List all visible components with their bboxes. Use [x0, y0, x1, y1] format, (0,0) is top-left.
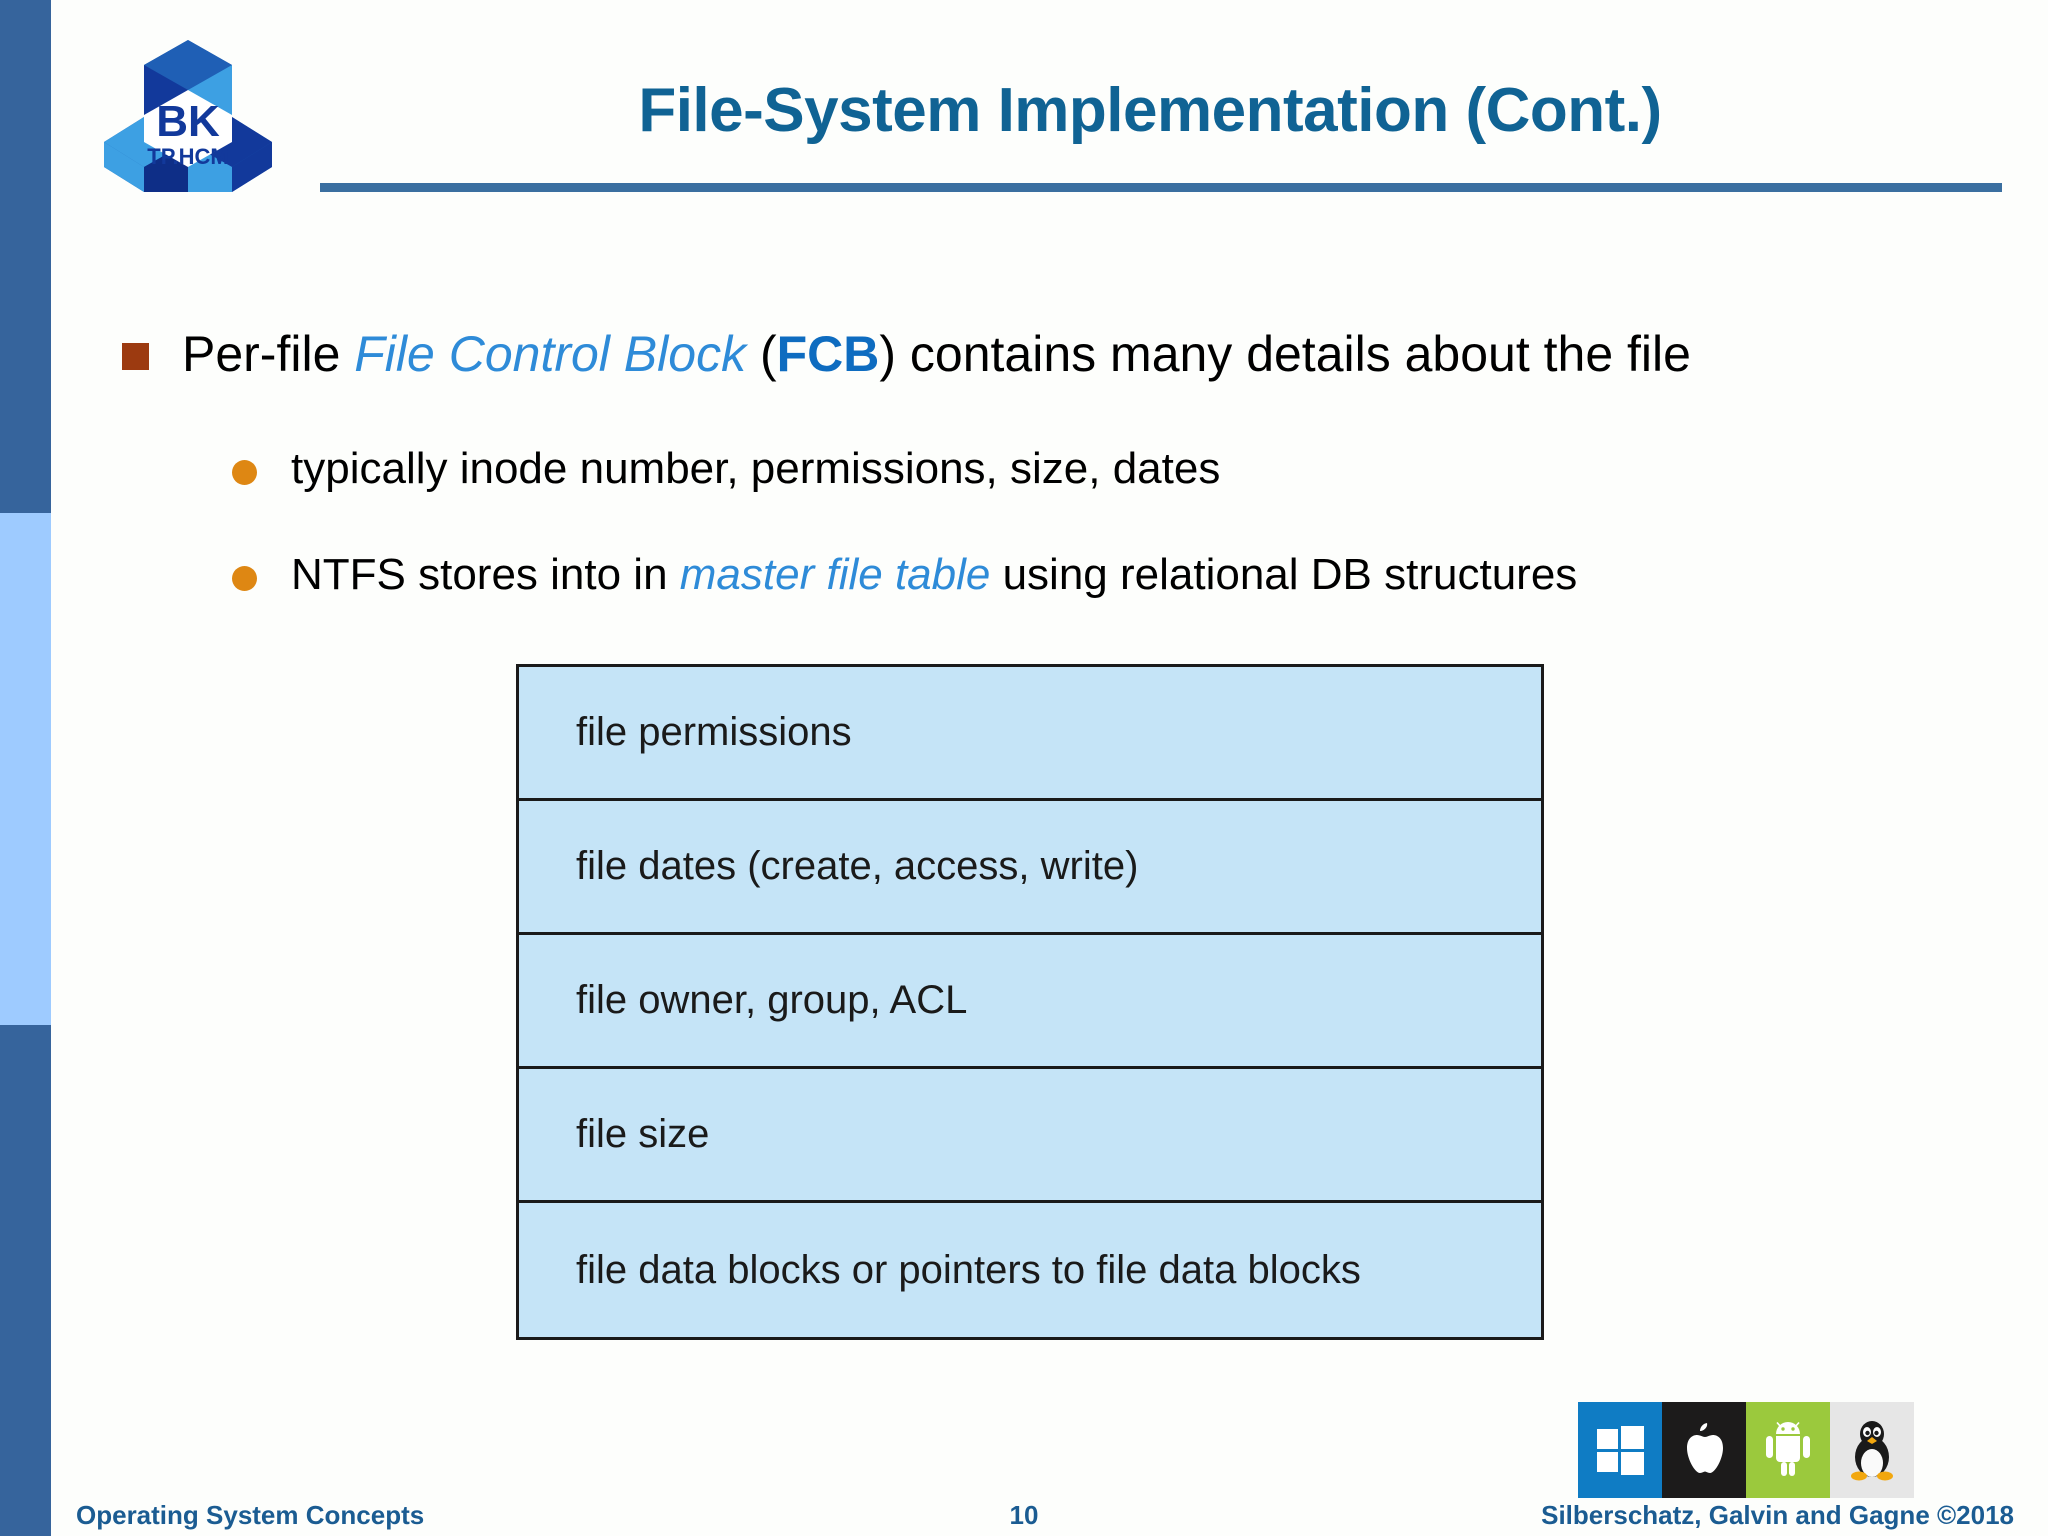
- bullet-text-fcb: Per-file File Control Block (FCB) contai…: [182, 326, 1691, 384]
- left-sidebar: [0, 0, 51, 1536]
- bullet-fcb-emphasis1: File Control Block: [354, 326, 747, 382]
- sub-bullet-item-ntfs: NTFS stores into in master file table us…: [232, 550, 1577, 601]
- fcb-row-label: file dates (create, access, write): [576, 844, 1139, 888]
- logo-text-bk: BK: [156, 97, 220, 146]
- footer-copyright: Silberschatz, Galvin and Gagne ©2018: [1541, 1500, 2014, 1530]
- sidebar-band-bottom: [0, 1025, 51, 1536]
- footer-page-number: 10: [1009, 1500, 1039, 1530]
- dot-bullet-icon: [232, 460, 257, 485]
- sub-bullet-text-inode: typically inode number, permissions, siz…: [291, 444, 1220, 495]
- bullet-fcb-part1: Per-file: [182, 326, 355, 382]
- apple-icon: [1662, 1402, 1746, 1498]
- title-underline-rule: [320, 183, 2002, 192]
- sub-bullet-ntfs-part2: using relational DB structures: [990, 550, 1578, 599]
- os-logo-strip: [1578, 1402, 1914, 1498]
- fcb-row-label: file data blocks or pointers to file dat…: [576, 1247, 1361, 1292]
- logo-text-tphcm: TP.HCM: [147, 144, 229, 169]
- linux-tux-icon: [1830, 1402, 1914, 1498]
- table-row: file owner, group, ACL: [519, 935, 1541, 1069]
- sub-bullet-ntfs-emphasis: master file table: [679, 550, 991, 599]
- sub-bullet-text-ntfs: NTFS stores into in master file table us…: [291, 550, 1577, 601]
- bullet-fcb-part3: ) contains many details about the file: [879, 326, 1691, 382]
- fcb-structure-table: file permissions file dates (create, acc…: [516, 664, 1544, 1340]
- sub-bullet-inode-part1: typically inode number, permissions, siz…: [291, 444, 1221, 493]
- table-row: file size: [519, 1069, 1541, 1203]
- bullet-fcb-part2: (: [746, 326, 777, 382]
- bullet-fcb-emphasis2: FCB: [776, 326, 880, 382]
- dot-bullet-icon: [232, 566, 257, 591]
- table-row: file dates (create, access, write): [519, 801, 1541, 935]
- fcb-row-label: file permissions: [576, 710, 852, 754]
- sub-bullet-ntfs-part1: NTFS stores into in: [291, 550, 680, 599]
- page-title: File-System Implementation (Cont.): [638, 76, 1662, 145]
- bullet-item-fcb: Per-file File Control Block (FCB) contai…: [122, 326, 1691, 384]
- android-icon: [1746, 1402, 1830, 1498]
- footer-book-title: Operating System Concepts: [76, 1500, 425, 1530]
- sub-bullet-item-inode: typically inode number, permissions, siz…: [232, 444, 1220, 495]
- sidebar-band-middle: [0, 513, 51, 1025]
- square-bullet-icon: [122, 343, 149, 370]
- windows-icon: [1578, 1402, 1662, 1498]
- fcb-row-label: file owner, group, ACL: [576, 978, 968, 1022]
- fcb-row-label: file size: [576, 1112, 710, 1156]
- sidebar-band-top: [0, 0, 51, 513]
- table-row: file permissions: [519, 667, 1541, 801]
- bk-tphcm-logo: BK TP.HCM: [96, 32, 280, 200]
- table-row: file data blocks or pointers to file dat…: [519, 1203, 1541, 1337]
